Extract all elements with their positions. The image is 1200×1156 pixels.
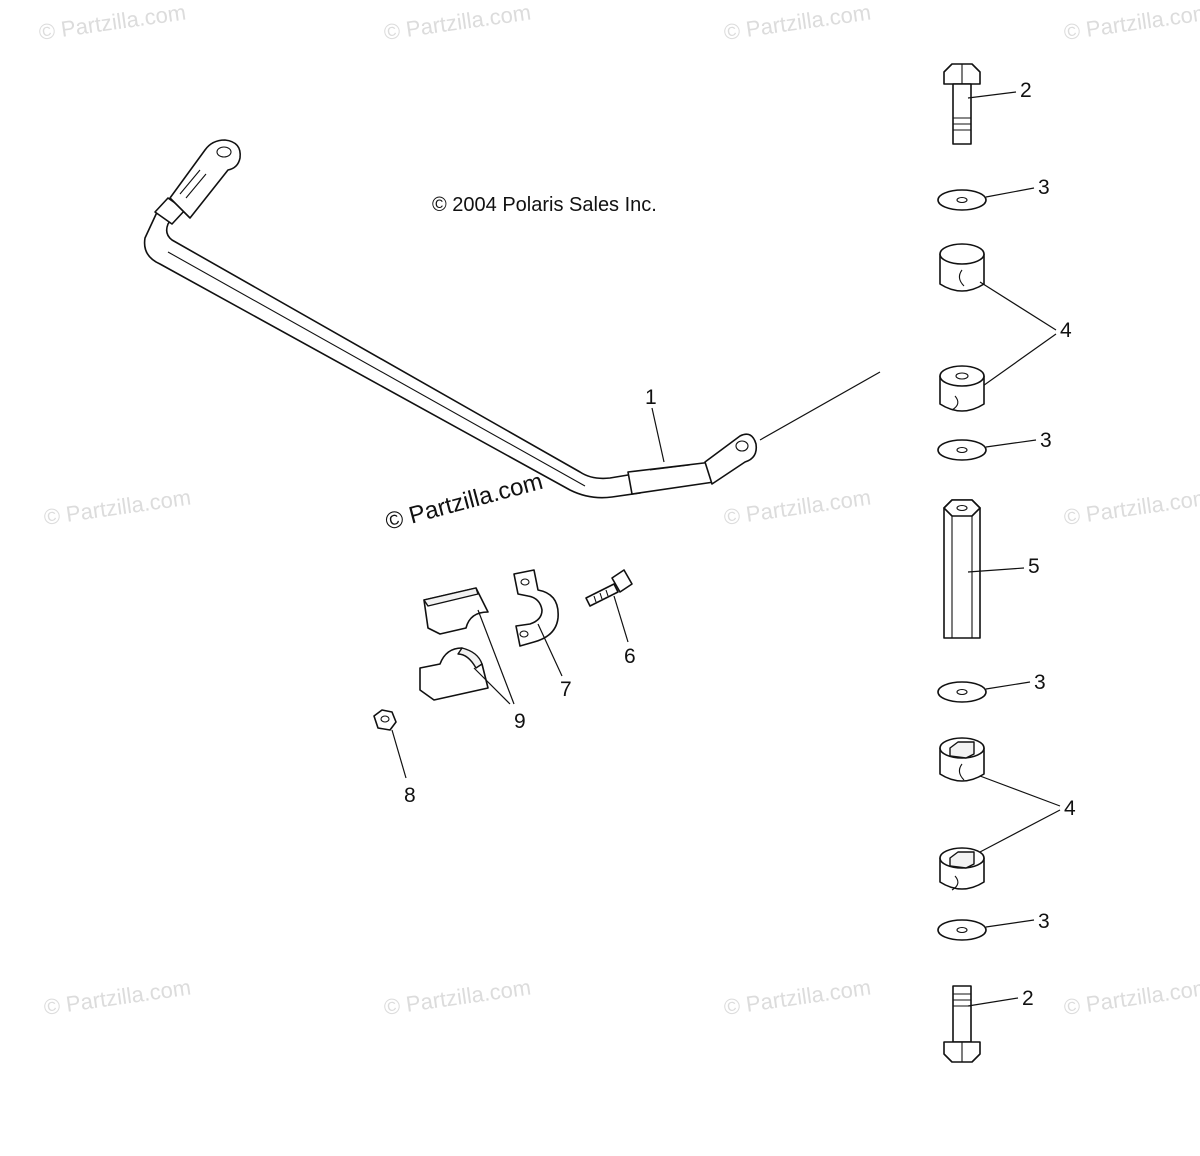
washer-3 (937, 681, 987, 703)
callout-3-c: 3 (1034, 671, 1046, 694)
watermark: © Partzilla.com (1062, 0, 1200, 45)
copyright-text: © 2004 Polaris Sales Inc. (432, 194, 657, 216)
leader-2-top (967, 91, 1017, 99)
watermark-prominent: © Partzilla.com (383, 468, 546, 536)
watermark: © Partzilla.com (382, 0, 532, 45)
watermark: © Partzilla.com (42, 975, 192, 1020)
stabilizer-bar (143, 139, 758, 499)
callout-8: 8 (404, 784, 416, 807)
washer-4 (937, 919, 987, 941)
watermark: © Partzilla.com (37, 0, 187, 45)
bushing-upper (939, 243, 985, 292)
callout-3-a: 3 (1038, 176, 1050, 199)
leader-3-c (985, 681, 1031, 690)
leader-3-d (985, 919, 1035, 928)
callout-7: 7 (560, 678, 572, 701)
bar-bushing (419, 587, 489, 701)
leader-2-bottom (967, 997, 1019, 1007)
watermark: © Partzilla.com (722, 0, 872, 45)
screw (585, 569, 633, 607)
callout-4-lower: 4 (1064, 797, 1076, 820)
watermark: © Partzilla.com (382, 975, 532, 1020)
leader-4-b2 (979, 809, 1061, 853)
bolt-top (943, 63, 981, 145)
callout-4-upper: 4 (1060, 319, 1072, 342)
bushing-lower (939, 737, 985, 782)
leader-9-a (477, 609, 515, 705)
watermark: © Partzilla.com (722, 975, 872, 1020)
washer-2 (937, 439, 987, 461)
leader-4-a2 (979, 333, 1057, 389)
watermark: © Partzilla.com (42, 485, 192, 530)
leader-6 (613, 595, 629, 643)
leader-7 (537, 623, 563, 677)
nut (373, 709, 397, 731)
bushing-upper-b (939, 365, 985, 412)
callout-3-b: 3 (1040, 429, 1052, 452)
callout-6: 6 (624, 645, 636, 668)
watermark: © Partzilla.com (1062, 485, 1200, 530)
callout-5: 5 (1028, 555, 1040, 578)
leader-1 (651, 407, 665, 463)
leader-5 (967, 567, 1025, 573)
callout-1: 1 (645, 386, 657, 409)
washer-1 (937, 189, 987, 211)
callout-2-bottom: 2 (1022, 987, 1034, 1010)
spacer (943, 499, 981, 639)
bushing-lower-b (939, 847, 985, 891)
bolt-bottom (943, 985, 981, 1063)
leader-3-b (985, 439, 1037, 448)
watermark: © Partzilla.com (722, 485, 872, 530)
leader-9-b (473, 667, 511, 705)
leader-4-b1 (979, 775, 1061, 807)
callout-9: 9 (514, 710, 526, 733)
assembly-line (759, 371, 881, 441)
callout-3-d: 3 (1038, 910, 1050, 933)
leader-8 (391, 729, 407, 779)
watermark: © Partzilla.com (1062, 975, 1200, 1020)
clamp (513, 569, 559, 647)
leader-3-a (985, 187, 1035, 198)
leader-4-a1 (979, 281, 1057, 331)
callout-2-top: 2 (1020, 79, 1032, 102)
